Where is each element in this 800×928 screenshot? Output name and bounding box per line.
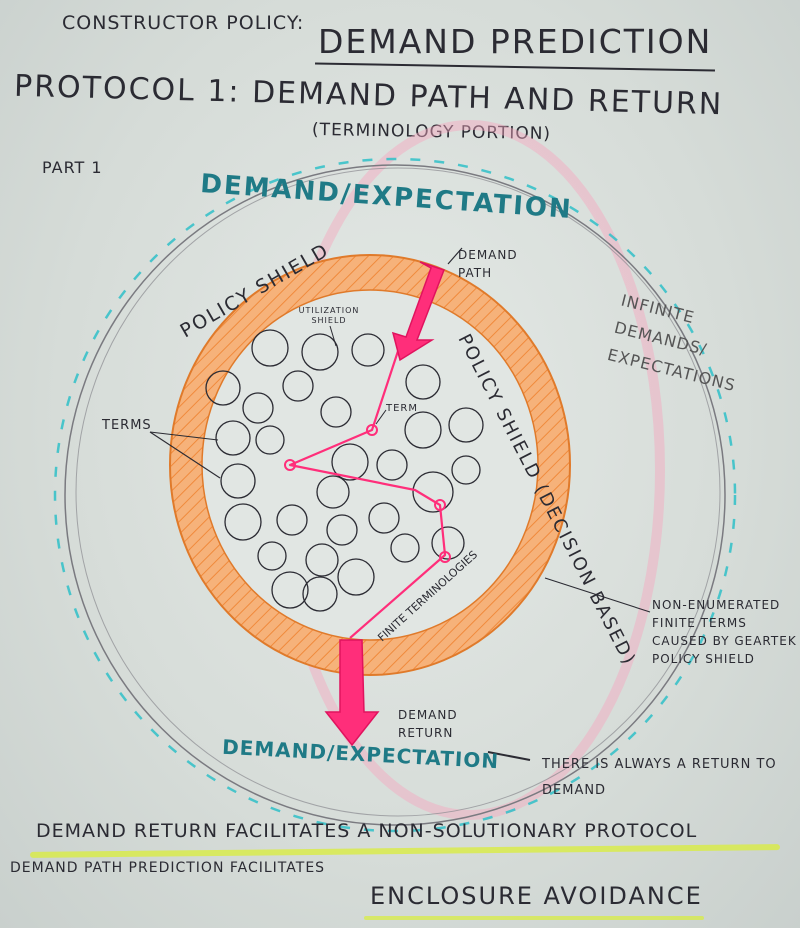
utilization-shield-label: UTILIZATION SHIELD <box>298 306 360 325</box>
term-circle <box>220 463 256 499</box>
demand-return-label: DEMAND RETURN <box>398 708 458 740</box>
term-circle <box>351 333 385 367</box>
term-circle <box>205 370 241 406</box>
term-label: TERM <box>386 403 419 414</box>
term-circle <box>255 425 285 455</box>
term-circle <box>305 543 339 577</box>
footer-line-2-big: ENCLOSURE AVOIDANCE <box>370 882 703 910</box>
path-node <box>434 499 446 511</box>
path-node <box>366 424 378 436</box>
terms-label: TERMS <box>102 418 152 433</box>
term-circle <box>320 396 352 428</box>
term-circle <box>448 407 484 443</box>
demand-path-pointer <box>447 247 463 265</box>
footer-line-2-small: DEMAND PATH PREDICTION FACILITATES <box>10 860 326 876</box>
outer-boundary-circle <box>64 164 726 826</box>
term-circle <box>215 420 251 456</box>
always-return-label: THERE IS ALWAYS A RETURN TO DEMAND <box>542 757 777 798</box>
utilization-pointer <box>329 325 337 347</box>
term-circle <box>326 514 358 546</box>
demand-return-arrow <box>324 639 380 747</box>
term-circle <box>431 526 465 560</box>
outer-boundary-circle-2 <box>75 167 721 817</box>
part-label: PART 1 <box>42 158 103 177</box>
footer-line-1: DEMAND RETURN FACILITATES A NON-SOLUTION… <box>36 820 698 842</box>
demand-path-line <box>288 344 447 639</box>
term-circle <box>257 541 287 571</box>
term-circle <box>302 576 338 612</box>
term-circle <box>376 449 408 481</box>
term-circle <box>337 558 375 596</box>
term-circle <box>404 411 442 449</box>
term-circle <box>301 333 339 371</box>
path-node <box>284 459 296 471</box>
term-pointer <box>375 409 387 425</box>
term-circle <box>412 471 454 513</box>
term-circle <box>282 370 314 402</box>
term-circle <box>271 571 309 609</box>
term-circle <box>331 443 369 481</box>
term-circle <box>451 455 481 485</box>
term-circle <box>368 502 400 534</box>
term-circle <box>276 504 308 536</box>
non-enumerated-label: NON-ENUMERATED FINITE TERMS CAUSED BY GE… <box>652 598 797 666</box>
non-enumerated-pointer <box>544 577 651 613</box>
footer-highlight-2 <box>364 916 704 920</box>
demand-path-arrow <box>391 261 445 362</box>
term-circle <box>390 533 420 563</box>
page-title: DEMAND PREDICTION <box>318 22 713 61</box>
path-node <box>439 551 451 563</box>
policy-label: CONSTRUCTOR POLICY: <box>62 12 305 34</box>
always-dash <box>487 751 531 761</box>
term-circle <box>224 503 262 541</box>
term-circle <box>251 329 289 367</box>
terms-pointer <box>149 431 221 479</box>
term-circle <box>316 475 350 509</box>
term-circle <box>242 392 274 424</box>
terms-pointer <box>149 431 219 441</box>
demand-path-label: DEMAND PATH <box>458 248 518 280</box>
term-circle <box>405 364 441 400</box>
teal-dashed-ring <box>53 157 737 833</box>
